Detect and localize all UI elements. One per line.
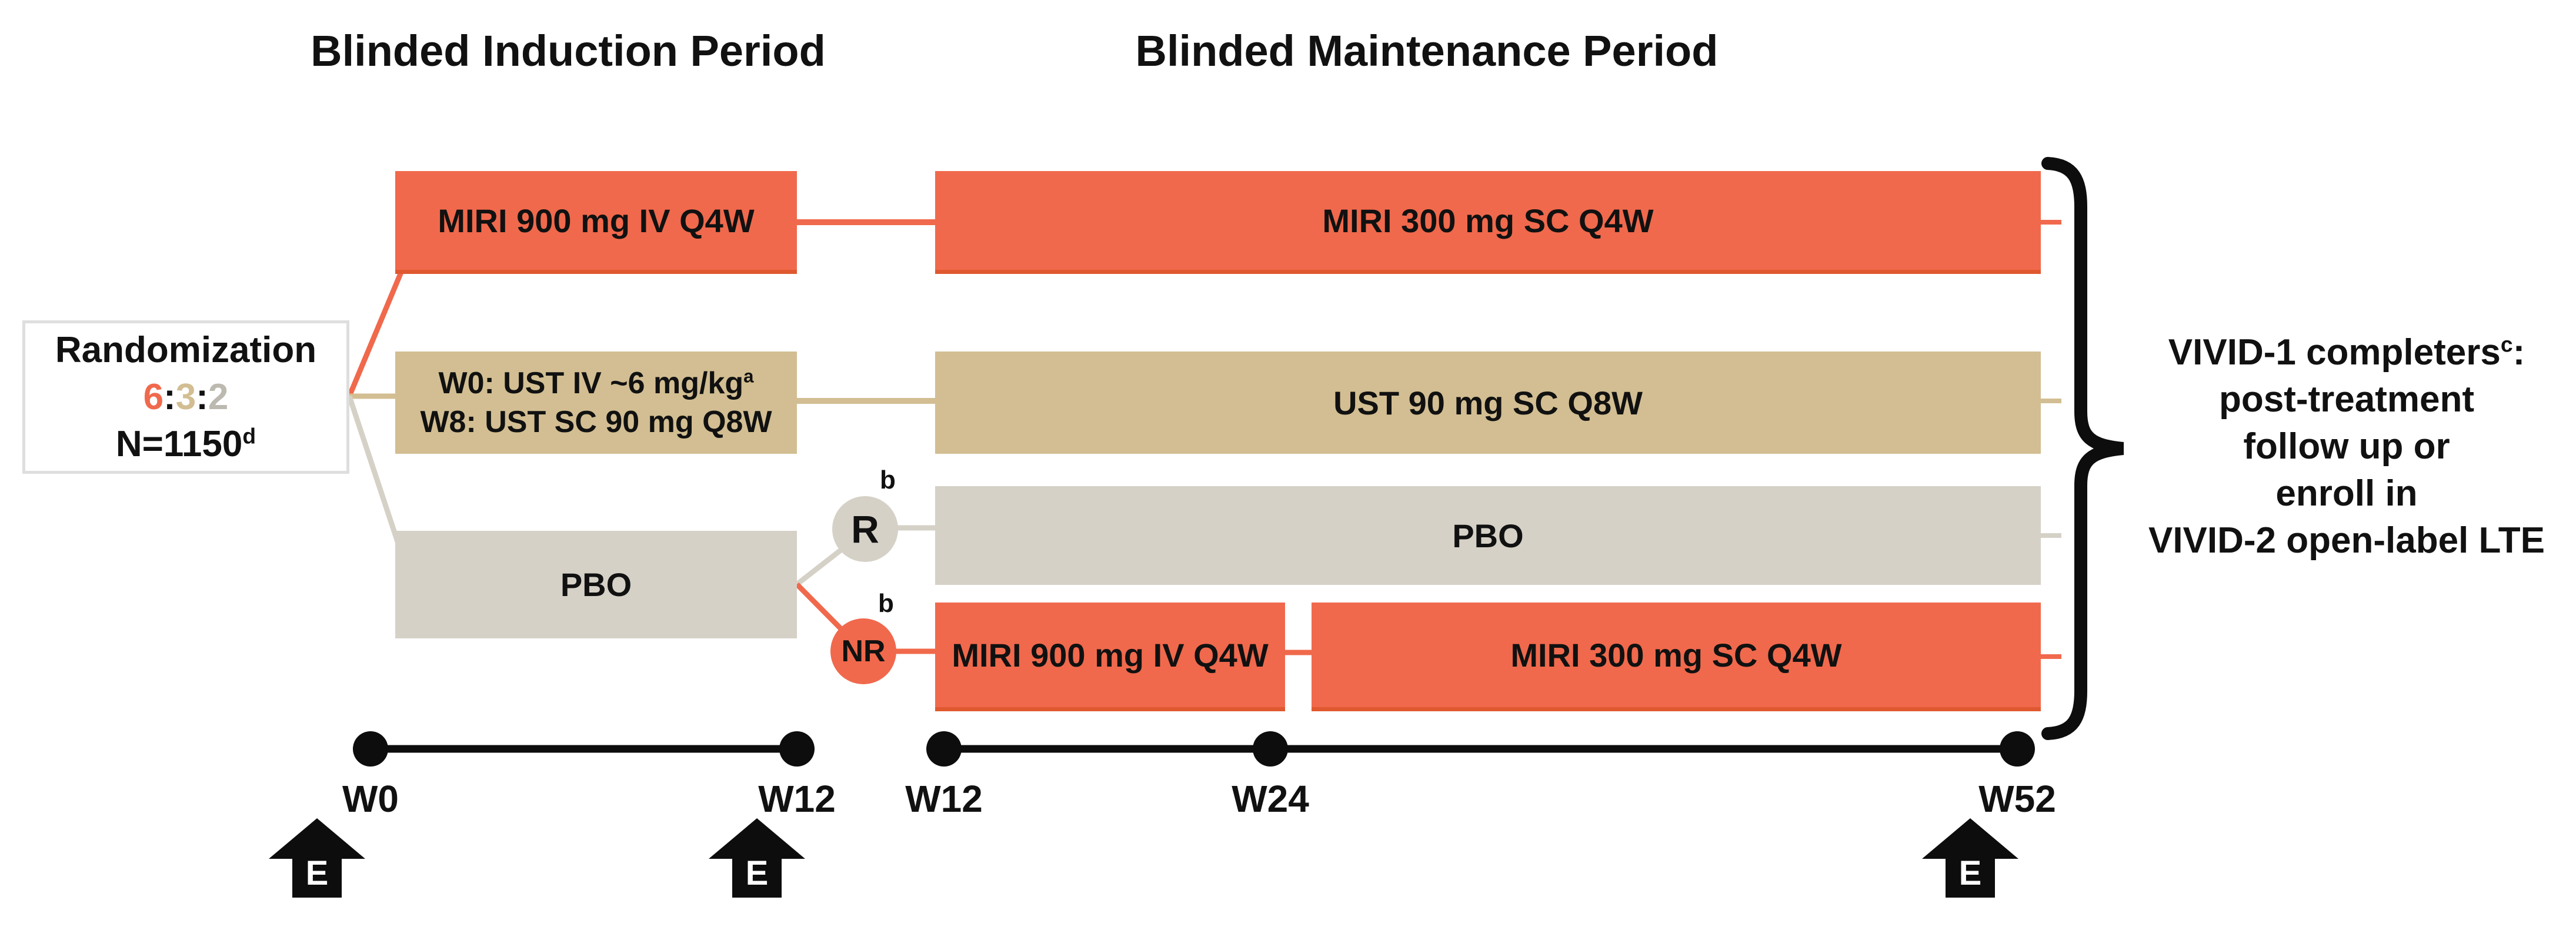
ust-maintenance-label: UST 90 mg SC Q8W — [1333, 384, 1643, 421]
outcome-footnote-c: c — [2500, 332, 2513, 357]
outcome-line-3: follow up or — [2243, 426, 2450, 467]
randomization-box: Randomization 6:3:2 N=1150d — [22, 320, 349, 474]
randomization-n: N=1150d — [116, 421, 256, 468]
nonresponder-footnote-b: b — [878, 589, 894, 618]
pbo-maintenance-box: PBO — [935, 486, 2041, 585]
ust-induction-line1: W0: UST IV ~6 mg/kga — [438, 364, 753, 403]
outcome-line-1-colon: : — [2512, 332, 2525, 373]
week-label-w24: W24 — [1232, 778, 1309, 820]
timeline-dot-w52 — [2000, 731, 2035, 767]
outcome-line-1: VIVID-1 completersc: — [2117, 329, 2576, 376]
timeline-dot-w12b — [926, 731, 962, 767]
timeline-dot-w24 — [1253, 731, 1288, 767]
ust-induction-line2: W8: UST SC 90 mg Q8W — [420, 405, 772, 439]
ust-induction-box: W0: UST IV ~6 mg/kga W8: UST SC 90 mg Q8… — [395, 352, 797, 454]
miri-maintenance-label: MIRI 300 mg SC Q4W — [1322, 202, 1654, 239]
randomization-n-footnote: d — [242, 423, 256, 448]
randomization-n-value: N=1150 — [115, 423, 243, 464]
ratio-separator-1: : — [163, 376, 176, 417]
pbo-induction-label: PBO — [560, 566, 632, 603]
week-label-w12b: W12 — [905, 778, 983, 820]
nonresponder-miri300-box: MIRI 300 mg SC Q4W — [1312, 603, 2041, 711]
ust-maintenance-box: UST 90 mg SC Q8W — [935, 352, 2041, 454]
pbo-induction-box: PBO — [395, 531, 797, 638]
ratio-miri-value: 6 — [143, 376, 164, 417]
week-label-w0: W0 — [342, 778, 399, 820]
miri-induction-box: MIRI 900 mg IV Q4W — [395, 171, 797, 274]
outcome-line-5: VIVID-2 open-label LTE — [2148, 520, 2545, 561]
week-label-w12a: W12 — [758, 778, 836, 820]
miri-maintenance-box: MIRI 300 mg SC Q4W — [935, 171, 2041, 274]
responder-footnote-b: b — [880, 466, 896, 494]
e-arrow-letter-w52: E — [1958, 854, 1982, 892]
e-arrow-up-icon-w52 — [1922, 818, 2018, 898]
nonresponder-miri300-label: MIRI 300 mg SC Q4W — [1510, 636, 1842, 674]
nonresponder-miri900-box: MIRI 900 mg IV Q4W — [935, 603, 1285, 711]
completers-outcome-text: VIVID-1 completersc: post-treatment foll… — [2117, 329, 2576, 564]
outcome-line-1-text: VIVID-1 completers — [2168, 332, 2501, 373]
ratio-ust-value: 3 — [175, 376, 196, 417]
nonresponder-circle: NR — [830, 618, 896, 684]
e-arrow-up-icon-w12 — [709, 818, 805, 898]
ratio-separator-2: : — [196, 376, 208, 417]
responder-label: R — [851, 507, 879, 551]
responder-circle: R — [832, 496, 898, 562]
e-arrow-letter-w0: E — [305, 854, 329, 892]
outcome-line-4: enroll in — [2275, 473, 2418, 514]
nonresponder-label: NR — [841, 634, 886, 668]
miri-induction-label: MIRI 900 mg IV Q4W — [438, 202, 755, 239]
timeline-dot-w12a — [779, 731, 815, 767]
outcome-line-2: post-treatment — [2218, 379, 2475, 420]
nonresponder-miri900-label: MIRI 900 mg IV Q4W — [952, 636, 1269, 674]
e-arrow-up-icon-w0 — [269, 818, 365, 898]
induction-period-title: Blinded Induction Period — [311, 26, 826, 75]
week-label-w52: W52 — [1978, 778, 2056, 820]
timeline-dot-w0 — [353, 731, 388, 767]
ust-induction-line1-text: W0: UST IV ~6 mg/kg — [438, 366, 744, 400]
e-arrow-letter-w12: E — [745, 854, 769, 892]
pbo-maintenance-label: PBO — [1452, 517, 1524, 554]
randomization-title: Randomization — [55, 329, 317, 370]
maintenance-period-title: Blinded Maintenance Period — [1135, 26, 1719, 75]
ust-induction-footnote-a: a — [743, 366, 754, 387]
ratio-pbo-value: 2 — [208, 376, 229, 417]
curly-brace-icon — [2041, 157, 2124, 740]
randomization-ratio: 6:3:2 — [144, 374, 229, 421]
